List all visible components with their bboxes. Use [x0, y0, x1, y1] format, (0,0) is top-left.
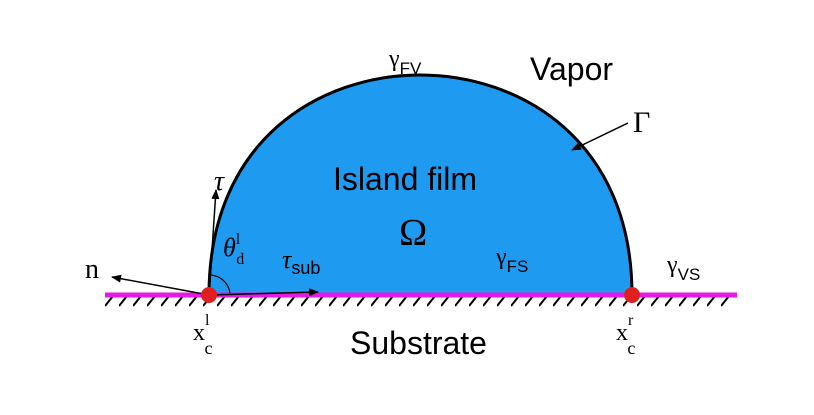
vapor-label: Vapor [530, 51, 613, 87]
gamma-vs-label: γVS [666, 252, 700, 284]
normal-vector [111, 274, 210, 296]
gamma-fs-label: γFS [495, 244, 528, 276]
left-contact-point [201, 287, 217, 303]
right-contact-point [624, 287, 640, 303]
normal-label: n [85, 254, 99, 285]
gamma-fv-label: γFV [388, 46, 422, 78]
substrate-hatching [105, 297, 735, 307]
island-film-label: Island film [333, 161, 477, 197]
tau-sub-label: τsub [282, 245, 320, 278]
curve-gamma-label: Γ [633, 106, 650, 139]
island-film-region [207, 73, 634, 297]
contact-angle-arc [210, 274, 231, 294]
tau-vector [208, 189, 220, 296]
substrate-label: Substrate [350, 325, 487, 361]
omega-label: Ω [399, 212, 427, 254]
gamma-curve-pointer [571, 122, 629, 151]
tau-sub-vector [208, 288, 319, 297]
tau-label: τ [214, 166, 225, 197]
